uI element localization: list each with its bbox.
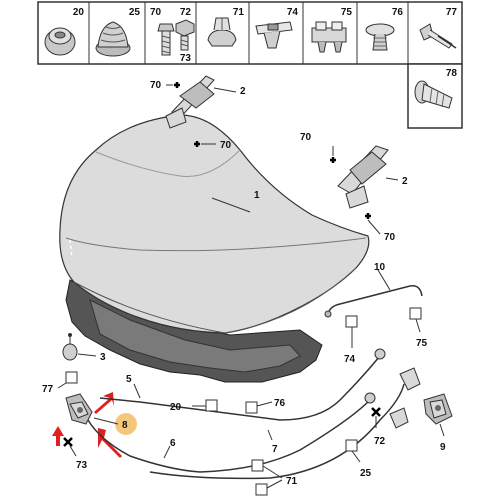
cell-label-20: 20 [73,7,85,18]
marker-71-b [255,483,268,496]
callout-clip-70-d: 70 [384,232,396,243]
parts-side-cell-78: 78 [407,63,463,129]
bolt-marker-70-c [330,146,336,163]
callout-latch-right: 9 [440,442,446,453]
latch-actuator [389,367,421,429]
bolt-marker-72 [371,407,381,428]
red-arrow-lower [98,428,122,458]
red-arrow-upper [94,392,114,414]
callout-clip-20: 20 [170,402,182,413]
marker-71-a [251,459,264,472]
ribbed-grommet-25-icon [95,21,131,57]
cell-label-75: 75 [341,7,353,18]
callout-cable-front: 5 [126,374,132,385]
callout-hinge-right: 2 [402,176,408,187]
highlight-latch-left [115,413,137,435]
hinge-left [165,75,215,129]
cell-label-73: 73 [180,53,192,64]
cell-label-71: 71 [233,7,245,18]
tree-clip-76-icon [365,23,395,51]
bolt-72-icon [175,19,195,51]
grommet-20-icon [44,27,76,56]
red-arrow-left [52,426,64,446]
callout-cable-side: 7 [272,444,278,455]
bumper-stop [62,333,78,361]
screw-70-icon [157,23,175,56]
callout-clip-74: 74 [344,354,356,365]
callout-hood: 1 [254,190,260,201]
bolt-marker-70-d [365,213,381,235]
release-cables [87,348,405,480]
cell-label-78: 78 [446,68,458,79]
cell-label-25: 25 [129,7,141,18]
bolt-marker-73 [63,437,77,457]
latch-right [423,393,453,425]
parts-header-table: 20 25 70 72 73 71 [37,1,463,65]
callout-clip-77: 77 [42,384,54,395]
callout-clip-70-a: 70 [150,80,162,91]
callout-hinge-left: 2 [240,86,246,97]
hinge-right [337,145,389,209]
marker-75 [409,307,422,320]
rivet-77-icon [419,23,457,49]
callout-clip-25: 25 [360,468,372,479]
bolt-marker-70-a [166,82,180,88]
push-clip-71-icon [207,17,237,47]
callout-cable-main: 6 [170,438,176,449]
ribbed-rivet-78-icon [414,80,453,109]
double-clip-75-icon [311,21,347,53]
callout-bumper-stop: 3 [100,352,106,363]
callout-clip-71: 71 [286,476,298,487]
latch-left [65,393,93,425]
cell-label-74: 74 [287,7,299,18]
marker-25 [345,439,358,452]
marker-20 [205,399,218,412]
callout-clip-70-b: 70 [220,140,232,151]
callout-latch-left: 8 [122,420,128,431]
marker-77 [65,371,78,384]
callout-clip-76: 76 [274,398,286,409]
cell-label-72: 72 [180,7,192,18]
hood-panel [59,114,370,383]
prop-rod [324,284,423,318]
cell-label-77: 77 [446,7,458,18]
callout-prop-rod: 10 [374,262,386,273]
marker-74 [345,315,358,328]
callout-clip-73: 73 [76,460,88,471]
cable-clip-74-icon [255,21,293,49]
callout-clip-75: 75 [416,338,428,349]
callout-clip-70-c: 70 [300,132,312,143]
cell-label-70: 70 [150,7,162,18]
bolt-marker-70-b [194,141,216,147]
cell-label-76: 76 [392,7,404,18]
marker-76 [245,401,258,414]
callout-clip-72: 72 [374,436,386,447]
